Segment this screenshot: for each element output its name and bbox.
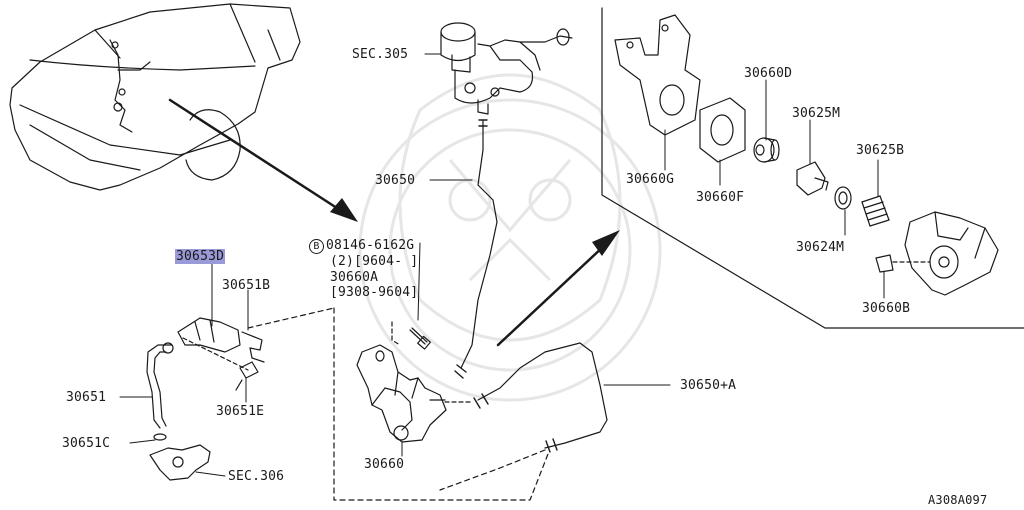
label-30660g[interactable]: 30660G — [626, 172, 675, 187]
gasket-30660f — [699, 97, 746, 163]
arrowheads — [330, 198, 620, 256]
label-30651[interactable]: 30651 — [66, 390, 107, 405]
label-30651c[interactable]: 30651C — [62, 436, 111, 451]
label-30653d[interactable]: 30653D — [175, 249, 226, 264]
spring-30625b — [861, 195, 890, 227]
bushing-30660d — [753, 137, 780, 163]
label-30650a[interactable]: 30650+A — [680, 378, 737, 393]
hose-clip-30651b — [241, 331, 265, 363]
car-body-illustration — [9, 3, 301, 191]
bolt-alt-part[interactable]: 30660A — [330, 270, 379, 285]
operating-cylinder-30660 — [356, 344, 447, 443]
label-30660b[interactable]: 30660B — [862, 301, 911, 316]
piston-30625m — [796, 161, 829, 196]
label-30660d[interactable]: 30660D — [744, 66, 793, 81]
clutch-pipe-30650a — [477, 342, 608, 449]
master-cylinder — [440, 22, 573, 115]
watermark-emblem — [358, 73, 662, 402]
bleeder-30660b — [875, 254, 931, 273]
label-30660f[interactable]: 30660F — [696, 190, 745, 205]
direction-arrows — [168, 98, 607, 347]
hose-bracket-30653d — [177, 317, 241, 353]
bolt-alt-range: [9308-9604] — [330, 285, 419, 300]
bolt-symbol-b: B — [309, 239, 324, 254]
label-sec-305[interactable]: SEC.305 — [352, 47, 409, 62]
detail-box-border — [601, 7, 1024, 329]
clutch-hose-30651 — [146, 342, 174, 429]
washer-30651c — [153, 433, 167, 441]
label-30651b[interactable]: 30651B — [222, 278, 271, 293]
label-30625m[interactable]: 30625M — [792, 106, 841, 121]
clutch-pipe-30650 — [460, 119, 498, 369]
label-30650[interactable]: 30650 — [375, 173, 416, 188]
label-30660[interactable]: 30660 — [364, 457, 405, 472]
cylinder-body — [904, 211, 999, 296]
seal-30624m — [834, 186, 852, 210]
bolt-part-number: 08146-6162G — [326, 238, 415, 253]
diagram-code: A308A097 — [928, 493, 988, 507]
label-30624m[interactable]: 30624M — [796, 240, 845, 255]
bolt-qty-line: (2)[9604- ] — [330, 254, 419, 269]
highlighted-part: 30653D — [175, 249, 226, 264]
label-sec-306[interactable]: SEC.306 — [228, 469, 285, 484]
mounting-bolt — [409, 327, 432, 350]
label-30625b[interactable]: 30625B — [856, 143, 905, 158]
label-30651e[interactable]: 30651E — [216, 404, 265, 419]
bracket-30660g — [614, 14, 701, 136]
hose-fitting — [149, 444, 211, 481]
bolt-30651e — [235, 361, 259, 391]
leader-lines — [119, 53, 885, 477]
